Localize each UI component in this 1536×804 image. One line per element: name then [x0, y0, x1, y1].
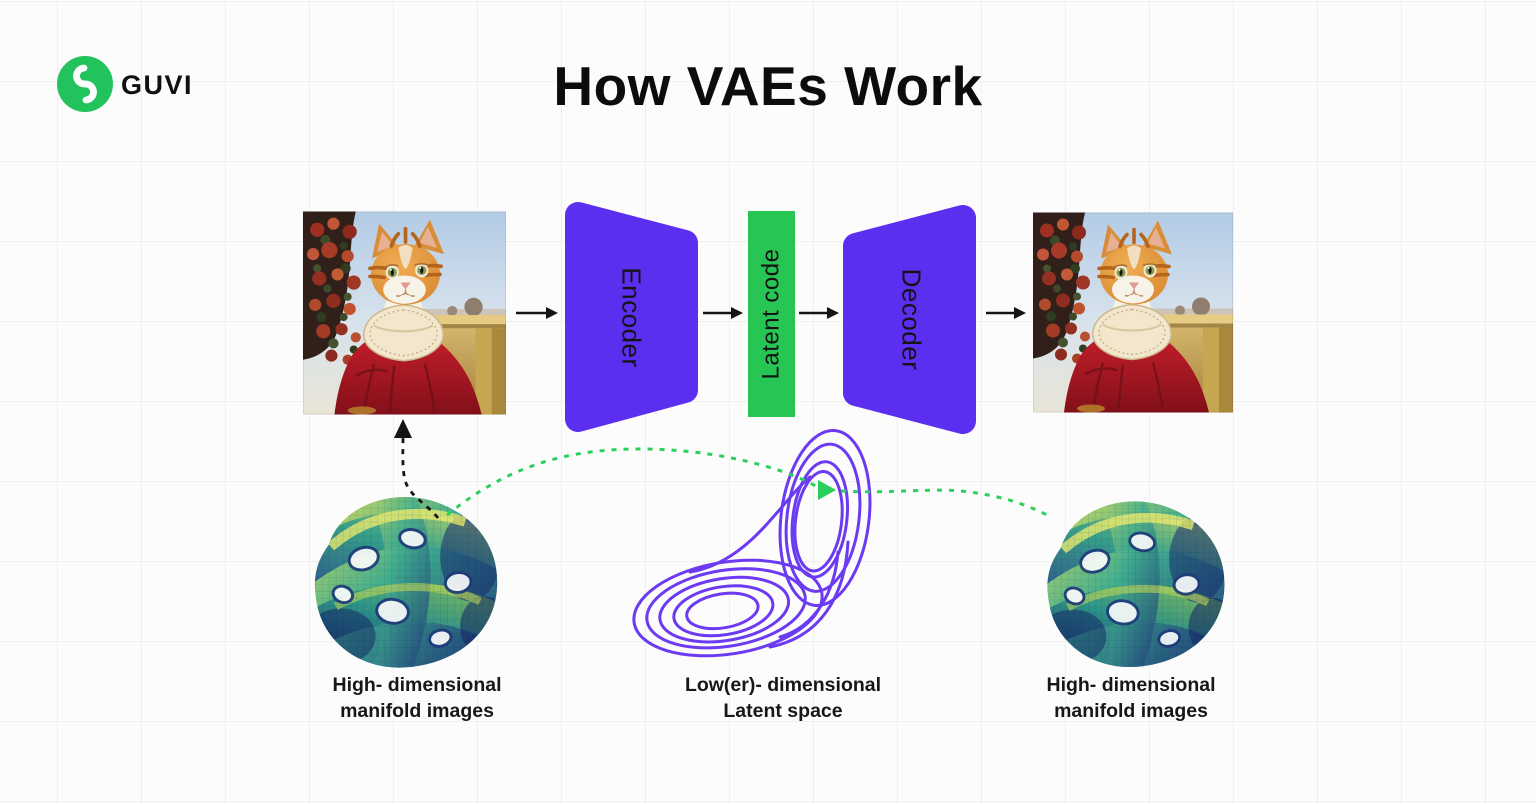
left-manifold-caption: High- dimensional manifold images — [287, 672, 547, 724]
encoder-block — [565, 202, 698, 432]
brand-name: GUVI — [121, 70, 194, 100]
input-cat-image — [303, 211, 506, 415]
decoder-block — [843, 205, 976, 434]
arrow-latent-to-decoder-icon — [799, 307, 839, 319]
right-manifold-caption: High- dimensional manifold images — [1001, 672, 1261, 724]
caption-line: Latent space — [723, 700, 843, 722]
latent-attractor-graphic — [632, 428, 872, 658]
guvi-logo-icon — [57, 56, 113, 112]
arrow-encoder-to-latent-icon — [703, 307, 743, 319]
caption-line: High- dimensional — [332, 674, 502, 696]
caption-line: manifold images — [1054, 700, 1208, 722]
caption-line: Low(er)- dimensional — [684, 674, 882, 696]
output-cat-image — [1033, 210, 1233, 415]
latent-code-block — [748, 211, 795, 417]
right-manifold-graphic — [1034, 490, 1232, 672]
caption-line: manifold images — [340, 700, 494, 722]
page-title: How VAEs Work — [553, 55, 983, 117]
left-manifold-graphic — [300, 487, 506, 671]
caption-line: High- dimensional — [1046, 674, 1216, 696]
arrow-decoder-to-output-icon — [986, 307, 1026, 319]
arrow-input-to-encoder-icon — [516, 307, 558, 319]
latent-space-caption: Low(er)- dimensional Latent space — [653, 672, 913, 724]
